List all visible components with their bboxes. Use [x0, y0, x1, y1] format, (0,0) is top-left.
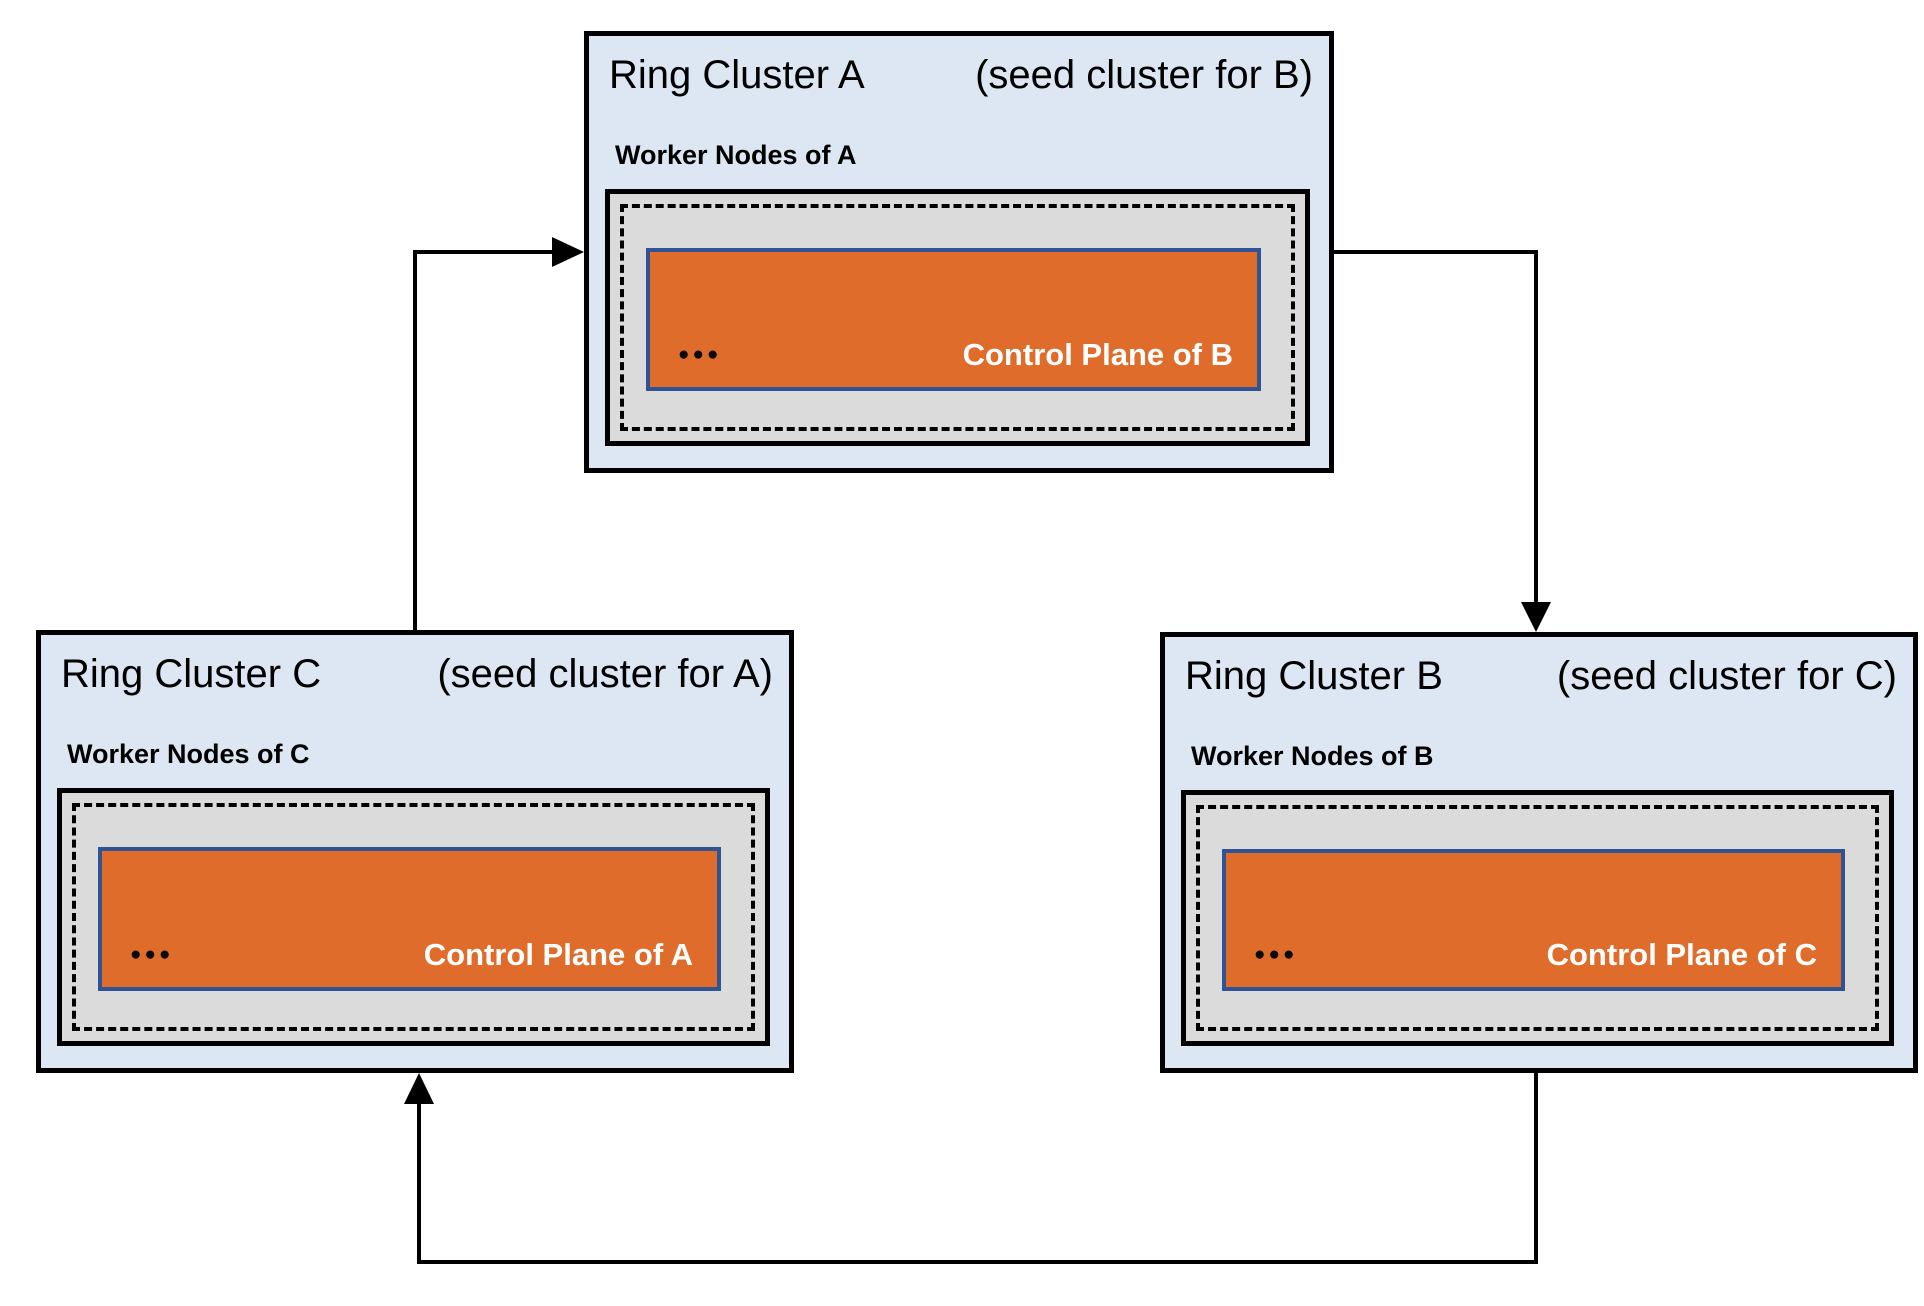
arrow-c-to-a-line	[413, 250, 554, 632]
control-plane-box: ●●● Control Plane of A	[98, 847, 721, 991]
arrow-a-to-b-head	[1521, 602, 1551, 632]
worker-nodes-panel: ●●● Control Plane of C	[1181, 790, 1894, 1046]
node-dashed-boundary: ●●● Control Plane of A	[72, 803, 755, 1031]
cluster-title-row: Ring Cluster C (seed cluster for A)	[41, 635, 789, 699]
worker-nodes-label: Worker Nodes of B	[1191, 741, 1434, 771]
cluster-title-row: Ring Cluster B (seed cluster for C)	[1165, 637, 1913, 701]
control-plane-row: ●●● Control Plane of C	[1254, 935, 1817, 975]
worker-nodes-label: Worker Nodes of C	[67, 739, 310, 769]
cluster-subtitle: (seed cluster for C)	[1556, 654, 1897, 698]
arrow-b-to-c-line	[417, 1073, 1538, 1264]
control-plane-label: Control Plane of B	[962, 337, 1233, 372]
ring-cluster-a-box: Ring Cluster A (seed cluster for B) Work…	[584, 31, 1334, 473]
cluster-title-row: Ring Cluster A (seed cluster for B)	[589, 36, 1329, 100]
cluster-subtitle: (seed cluster for B)	[975, 53, 1313, 97]
worker-nodes-label: Worker Nodes of A	[615, 140, 857, 170]
cluster-title: Ring Cluster C	[61, 652, 322, 696]
control-plane-box: ●●● Control Plane of B	[646, 248, 1261, 391]
control-plane-row: ●●● Control Plane of B	[678, 335, 1233, 375]
arrow-c-to-a-head	[552, 237, 584, 267]
control-plane-label: Control Plane of C	[1546, 937, 1817, 972]
worker-nodes-panel: ●●● Control Plane of A	[57, 788, 770, 1046]
cluster-title: Ring Cluster A	[609, 53, 865, 97]
ellipsis-dots: ●●●	[678, 344, 722, 365]
cluster-title: Ring Cluster B	[1185, 654, 1443, 698]
node-dashed-boundary: ●●● Control Plane of C	[1196, 805, 1879, 1031]
control-plane-box: ●●● Control Plane of C	[1222, 849, 1845, 991]
cluster-subtitle: (seed cluster for A)	[437, 652, 773, 696]
node-dashed-boundary: ●●● Control Plane of B	[620, 204, 1295, 431]
ellipsis-dots: ●●●	[130, 944, 174, 965]
ring-cluster-c-box: Ring Cluster C (seed cluster for A) Work…	[36, 630, 794, 1073]
control-plane-row: ●●● Control Plane of A	[130, 935, 693, 975]
control-plane-label: Control Plane of A	[423, 937, 693, 972]
arrow-b-to-c-head	[404, 1073, 434, 1104]
worker-nodes-panel: ●●● Control Plane of B	[605, 189, 1310, 446]
arrow-a-to-b-line	[1334, 250, 1538, 604]
ring-cluster-b-box: Ring Cluster B (seed cluster for C) Work…	[1160, 632, 1918, 1073]
ellipsis-dots: ●●●	[1254, 944, 1298, 965]
